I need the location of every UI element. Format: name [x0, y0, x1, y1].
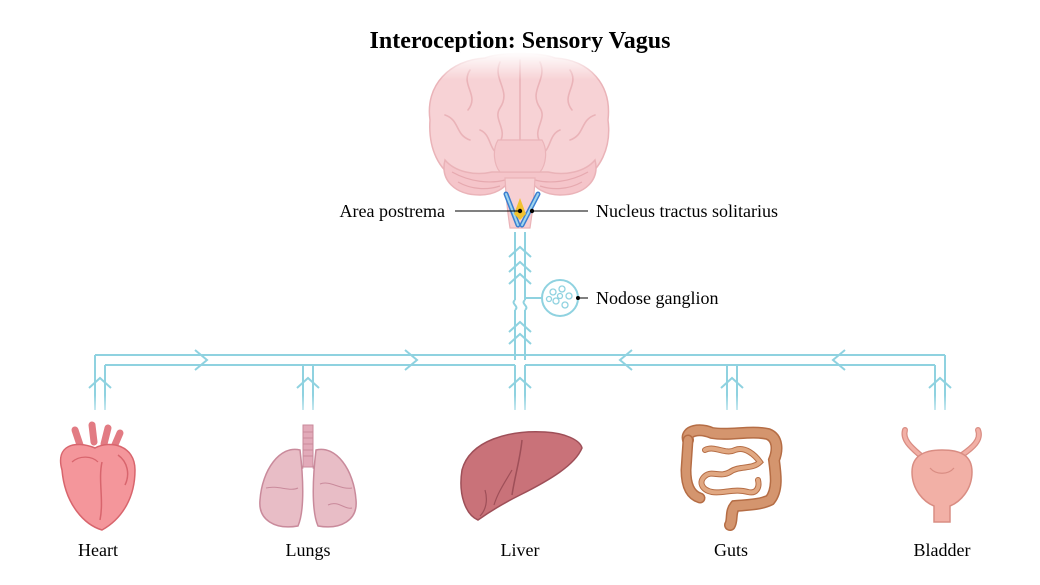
area-postrema-label: Area postrema	[340, 201, 445, 221]
solitary-tracts	[503, 191, 541, 228]
nts-label: Nucleus tractus solitarius	[596, 201, 778, 221]
organ-label-bladder: Bladder	[914, 540, 971, 560]
nodose-label: Nodose ganglion	[596, 288, 718, 308]
nts-dot	[529, 208, 535, 214]
bladder-illustration	[901, 427, 982, 523]
liver-illustration	[460, 431, 583, 521]
area-postrema-dot	[517, 208, 523, 214]
diagram-title: Interoception: Sensory Vagus	[370, 28, 671, 54]
brain-top-fade	[420, 52, 620, 80]
guts-illustration	[680, 424, 783, 531]
drop-fade	[80, 395, 960, 425]
lungs-illustration	[259, 424, 357, 528]
organ-label-lungs: Lungs	[286, 540, 331, 560]
nodose-ganglion	[541, 279, 579, 317]
heart-illustration	[59, 421, 136, 531]
vagus-nerve-network	[88, 232, 952, 410]
nodose-dot	[576, 296, 580, 300]
organ-label-heart: Heart	[78, 540, 118, 560]
organ-label-liver: Liver	[501, 540, 540, 560]
organ-label-guts: Guts	[714, 540, 748, 560]
